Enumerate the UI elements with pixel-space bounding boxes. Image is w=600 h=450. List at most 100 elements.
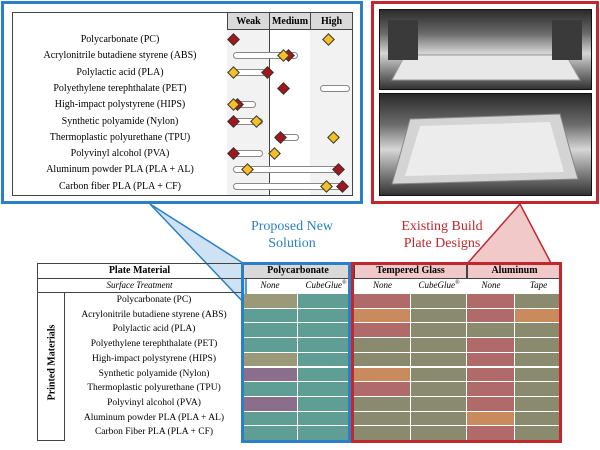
adhesion-range-bar [232,52,298,60]
surface-treatment-label: Surface Treatment [37,279,242,293]
rating-cell [354,352,411,368]
row-label: Polyethylene terephthalate (PET) [90,339,218,350]
rating-cell [298,396,354,412]
caption-line: Existing Build [401,219,483,234]
caption-line: Plate Designs [403,236,481,251]
rating-cell [298,308,354,324]
blue-callout-wedge [149,203,247,307]
treatment-header: CubeGlue® [418,280,460,290]
material-label: Polyvinyl alcohol (PVA) [70,148,170,160]
plate-material-label: Plate Material [37,263,242,279]
row-label: Carbon Fiber PLA (PLA + CF) [94,427,214,438]
column-divider [269,30,270,195]
printed-materials-label: Printed Materials [46,324,58,401]
group-tempered-glass: Tempered Glass [354,263,467,279]
rating-cell [515,426,562,441]
rating-cell [467,308,515,324]
rating-cell [242,294,298,309]
material-label: High-impact polystyrene (HIPS) [54,99,186,111]
rating-cell [515,382,562,397]
rating-cell [515,396,562,412]
rating-cell [242,426,298,441]
group-aluminum: Aluminum [467,263,562,279]
rating-cell [354,323,411,339]
build-plate-photo-top [379,9,592,90]
row-label: High-impact polystyrene (HIPS) [91,353,216,364]
rating-cell [515,367,562,383]
group-polycarbonate: Polycarbonate [242,263,354,279]
adhesion-strength-table: Weak Medium High Polycarbonate (PC)Acryl… [12,12,353,196]
rating-cell [354,367,411,383]
row-label: Aluminum powder PLA (PLA + AL) [83,412,225,423]
rating-cell [411,367,467,383]
row-label: Synthetic polyamide (Nylon) [98,368,210,379]
material-label: Polycarbonate (PC) [80,34,160,45]
rating-cell [298,338,354,353]
red-callout-wedge [464,202,554,266]
rating-cell [354,396,411,412]
rating-cell [411,294,467,309]
material-label: Polyethylene terephthalate (PET) [53,82,187,94]
row-label: Polycarbonate (PC) [116,295,192,305]
rating-cell [298,367,354,383]
rating-cell [354,338,411,353]
caption-line: Solution [268,236,316,251]
rating-cell [354,294,411,309]
registered-mark: ® [341,280,347,286]
rating-cell [298,411,354,427]
rating-cell [298,323,354,339]
row-label: Thermoplastic polyurethane (TPU) [87,383,221,394]
rating-cell [411,352,467,368]
rating-cell [354,308,411,324]
rating-cell [242,396,298,412]
rating-cell [354,382,411,397]
rating-cell [467,367,515,383]
header-high: High [310,13,352,30]
header-medium: Medium [269,13,310,30]
rating-cell [242,411,298,427]
registered-mark: ® [454,280,460,286]
rating-cell [467,352,515,368]
treatment-header: None [481,280,501,290]
build-plate-photo-bottom [379,93,592,196]
material-label: Synthetic polyamide (Nylon) [61,115,179,127]
material-label: Acrylonitrile butadiene styrene (ABS) [43,50,197,62]
rating-cell [242,367,298,383]
rating-cell [298,426,354,441]
treatment-header: None [260,280,280,290]
rating-cell [242,382,298,397]
treatment-header: CubeGlue® [305,280,347,290]
rating-cell [242,323,298,339]
rating-cell [411,323,467,339]
rating-cell [354,426,411,441]
rating-cell [354,411,411,427]
existing-designs-caption: Existing Build Plate Designs [382,218,502,252]
rating-cell [515,294,562,309]
rating-cell [515,352,562,368]
rating-cell [467,294,515,309]
rating-cell [515,338,562,353]
material-label: Thermoplastic polyurethane (TPU) [49,131,191,143]
printed-materials-cell: Printed Materials [37,293,65,441]
row-label: Polylactic acid (PLA) [112,324,196,335]
rating-cell [515,323,562,339]
material-label: Carbon fiber PLA (PLA + CF) [58,180,182,192]
rating-cell [242,352,298,368]
rating-cell [411,382,467,397]
rating-cell [467,411,515,427]
treatment-header: Tape [529,280,548,290]
caption-line: Proposed New [250,219,334,234]
proposed-solution-caption: Proposed New Solution [232,218,352,252]
rating-cell [298,352,354,368]
rating-cell [298,382,354,397]
rating-cell [411,426,467,441]
row-label: Polyvinyl alcohol (PVA) [107,397,201,408]
treatment-header: None [373,280,392,290]
proposed-solution-frame [1,1,363,204]
plate-material-table: Plate Material Surface Treatment Printed… [37,263,562,443]
rating-cell [467,396,515,412]
rating-cell [467,426,515,441]
rating-cell [411,338,467,353]
rating-cell [467,382,515,397]
